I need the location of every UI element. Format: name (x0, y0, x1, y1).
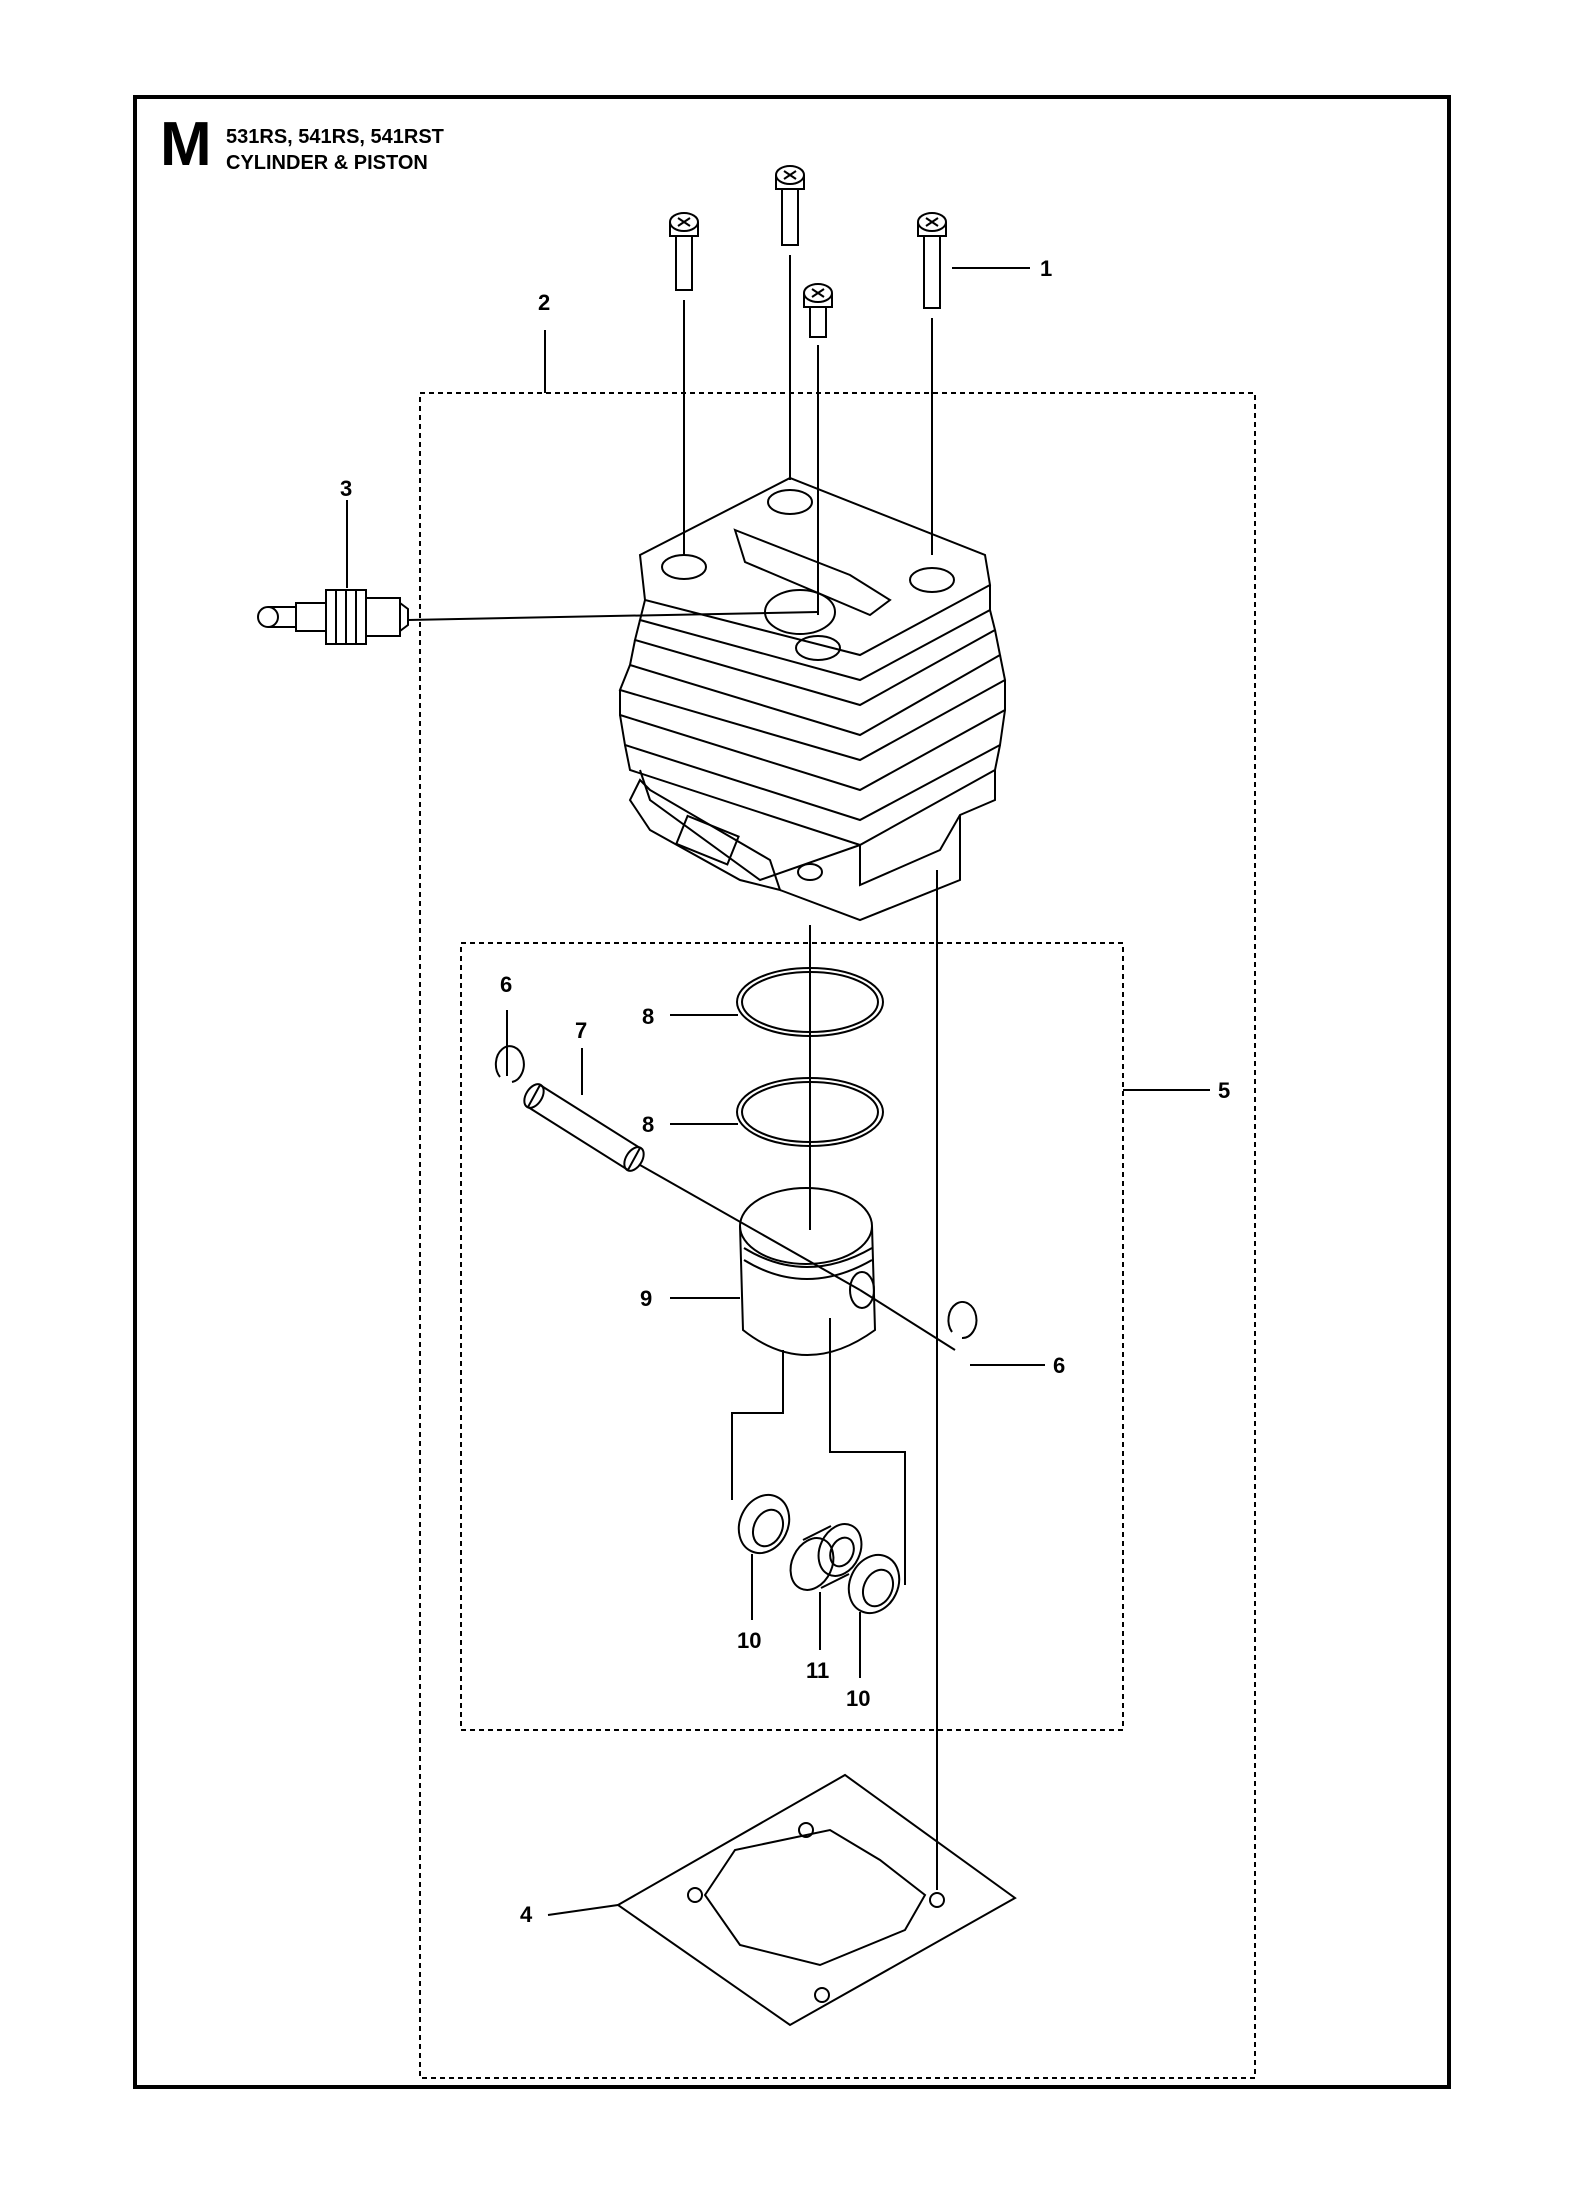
bolt-icon (803, 283, 833, 338)
needle-bearing-icon (789, 1523, 863, 1591)
thrust-washer-icon (847, 1553, 901, 1615)
thrust-washer-icon (737, 1493, 791, 1555)
wrist-pin-axis-line (639, 1164, 861, 1291)
wrist-pin-axis-line (859, 1289, 956, 1351)
wrist-pin-icon (523, 1083, 645, 1172)
callout-number: 9 (640, 1286, 652, 1311)
callout-number: 6 (500, 972, 512, 997)
section-letter: M (160, 110, 212, 179)
cylinder-kit-group-box (419, 392, 1256, 2079)
circlip-icon (494, 1045, 525, 1083)
callout-number: 4 (520, 1902, 533, 1927)
piston-kit-group-box (460, 942, 1124, 1731)
bearing-axis-line (731, 1350, 784, 1500)
callout-number: 8 (642, 1004, 654, 1029)
bolt-icon (669, 212, 699, 291)
bolt-icon (775, 165, 805, 246)
model-list: 531RS, 541RS, 541RST (226, 126, 444, 148)
callout-number: 10 (846, 1686, 870, 1711)
assembly-title: CYLINDER & PISTON (226, 152, 428, 174)
leader-line (547, 1904, 619, 1916)
callout-number: 3 (340, 476, 352, 501)
page-frame (133, 95, 1451, 2089)
callout-number: 2 (538, 290, 550, 315)
cylinder-icon (618, 476, 1007, 922)
cylinder-gasket-icon (616, 1773, 1017, 2027)
callout-number: 8 (642, 1112, 654, 1137)
circlip-icon (947, 1301, 978, 1340)
callout-number: 10 (737, 1628, 761, 1653)
spark-plug-axis-line (407, 611, 819, 621)
diagram-title: 531RS, 541RS, 541RST CYLINDER & PISTON (226, 124, 444, 176)
piston-ring-icon (736, 1077, 884, 1147)
callout-number: 5 (1218, 1078, 1230, 1103)
piston-ring-icon (736, 967, 884, 1037)
callout-number: 7 (575, 1018, 587, 1043)
callout-number: 1 (1040, 256, 1052, 281)
callout-number: 6 (1053, 1353, 1065, 1378)
callout-number: 11 (806, 1658, 829, 1683)
bearing-axis-line (829, 1318, 906, 1585)
bolt-icon (917, 212, 947, 309)
spark-plug-icon (257, 589, 409, 645)
piston-icon (739, 1187, 877, 1356)
